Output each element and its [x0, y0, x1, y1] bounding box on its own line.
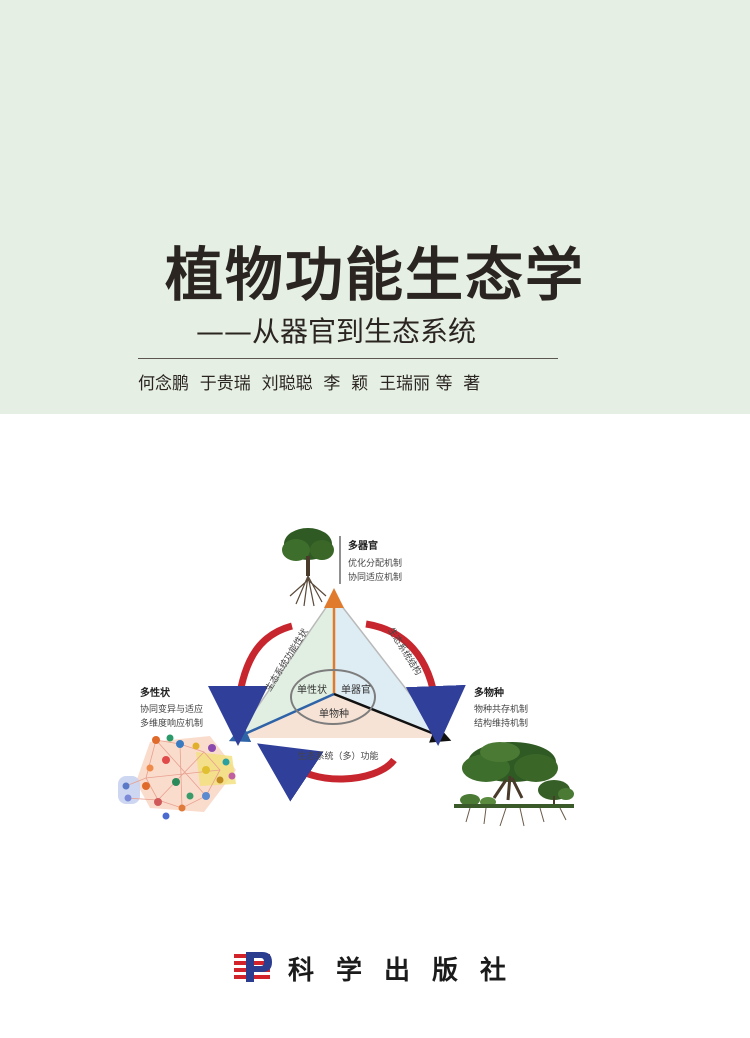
book-subtitle: ——从器官到生态系统 [196, 315, 477, 348]
center-ellipse [290, 669, 376, 725]
cover-top-band [0, 0, 750, 414]
right-line-2: 结构维持机制 [474, 717, 528, 729]
publisher-name: 科学出版社 [288, 956, 529, 986]
right-line-1: 物种共存机制 [474, 703, 528, 715]
triangle-bottom-region [236, 694, 444, 738]
center-label-trait: 单性状 [297, 683, 327, 696]
left-line-1: 协同变异与适应 [140, 703, 203, 715]
arc-right-blue-head [405, 684, 466, 746]
top-line-2: 协同适应机制 [348, 571, 402, 583]
trait-network-illustration [118, 734, 236, 820]
center-label-organ: 单器官 [341, 683, 371, 696]
tree-top-illustration [282, 528, 334, 607]
book-title: 植物功能生态学 [164, 241, 585, 309]
left-line-2: 多维度响应机制 [140, 717, 203, 729]
top-heading: 多器官 [348, 539, 378, 552]
arc-label-bottom: 生态系统（多）功能 [297, 750, 378, 762]
community-trees-illustration [454, 742, 574, 827]
arc-bottom-blue-head [257, 743, 324, 802]
arc-bottom-red [287, 757, 397, 783]
center-label-species: 单物种 [319, 707, 349, 720]
top-line-1: 优化分配机制 [348, 557, 402, 569]
left-heading: 多性状 [140, 686, 171, 699]
publisher-block: 科学出版社 [234, 950, 528, 987]
publisher-logo-spacer [234, 954, 272, 984]
author-line: 何念鹏 于贵瑞 刘聪聪 李 颖 王瑞丽 等 著 [138, 374, 481, 394]
title-divider [138, 358, 558, 359]
science-press-logo [234, 952, 272, 982]
right-heading: 多物种 [474, 686, 504, 699]
